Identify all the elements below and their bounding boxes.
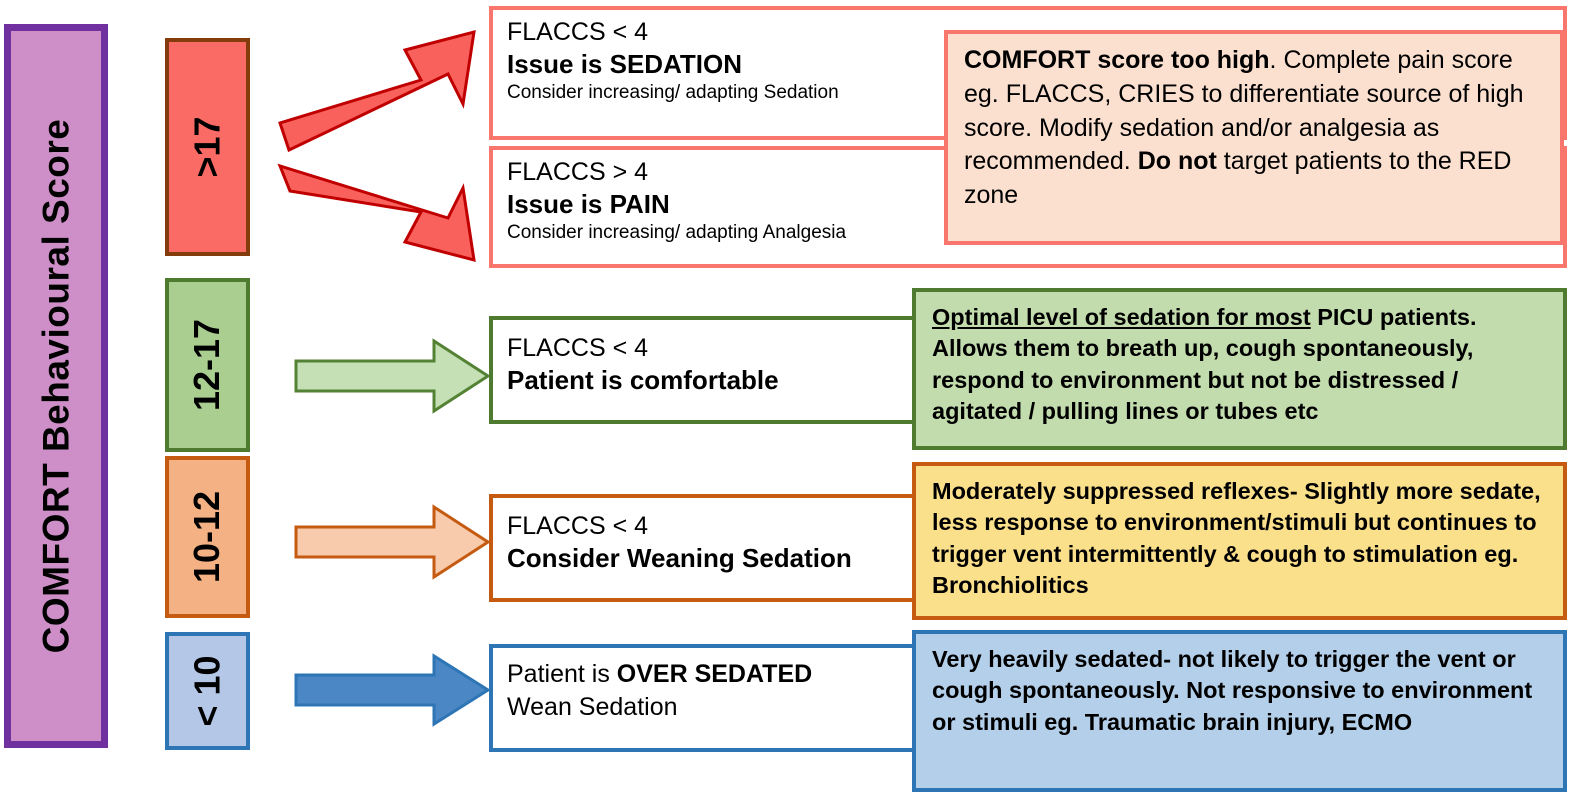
arrow-orange-icon <box>294 504 491 580</box>
action-flaccs-label: FLACCS < 4 <box>507 18 649 46</box>
action-detail: Consider increasing/ adapting Analgesia <box>507 222 847 244</box>
action-detail-wean: Wean Sedation <box>507 692 678 721</box>
action-detail: Consider increasing/ adapting Sedation <box>507 82 839 104</box>
action-headline: Patient is comfortable <box>507 365 779 395</box>
action-headline: Issue is SEDATION <box>507 49 743 79</box>
arrow-blue-icon <box>294 653 491 727</box>
arrow-red-pain-icon <box>277 163 476 263</box>
score-chip-red: >17 <box>165 38 250 256</box>
description-panel-green: Optimal level of sedation for most PICU … <box>912 288 1567 450</box>
arrow-red-sedation-icon <box>278 29 476 153</box>
action-headline: Consider Weaning Sedation <box>507 543 852 573</box>
action-headline: Issue is PAIN <box>507 189 670 219</box>
description-panel-blue: Very heavily sedated- not likely to trig… <box>912 630 1567 792</box>
description-text-orange: Moderately suppressed reflexes- Slightly… <box>932 478 1541 598</box>
action-flaccs-label: FLACCS < 4 <box>507 334 649 362</box>
action-headline-over-sedated: Patient is OVER SEDATED <box>507 658 915 691</box>
score-chip-orange: 10-12 <box>165 456 250 618</box>
score-chip-green-label: 12-17 <box>186 318 228 412</box>
description-text-red: COMFORT score too high. Complete pain sc… <box>964 46 1524 209</box>
over-sedated-emphasis: OVER SEDATED <box>616 660 813 688</box>
score-chip-orange-label: 10-12 <box>186 490 228 584</box>
action-box-green: FLACCS < 4 Patient is comfortable <box>489 316 919 424</box>
comfort-score-banner: COMFORT Behavioural Score <box>4 24 108 748</box>
action-flaccs-label: FLACCS < 4 <box>507 512 649 540</box>
description-panel-red: COMFORT score too high. Complete pain sc… <box>944 30 1564 245</box>
description-panel-orange: Moderately suppressed reflexes- Slightly… <box>912 462 1567 620</box>
action-box-blue: Patient is OVER SEDATED Wean Sedation <box>489 644 919 752</box>
score-chip-green: 12-17 <box>165 278 250 452</box>
score-chip-blue-label: < 10 <box>186 655 228 727</box>
action-flaccs-label: FLACCS > 4 <box>507 158 649 186</box>
banner-title: COMFORT Behavioural Score <box>35 118 76 654</box>
description-text-blue: Very heavily sedated- not likely to trig… <box>932 646 1533 735</box>
over-sedated-prefix: Patient is <box>507 660 617 688</box>
score-chip-blue: < 10 <box>165 632 250 750</box>
score-chip-red-label: >17 <box>186 116 228 178</box>
arrow-green-icon <box>294 338 491 414</box>
description-text-green: Optimal level of sedation for most PICU … <box>932 304 1477 424</box>
action-box-orange: FLACCS < 4 Consider Weaning Sedation <box>489 494 919 602</box>
